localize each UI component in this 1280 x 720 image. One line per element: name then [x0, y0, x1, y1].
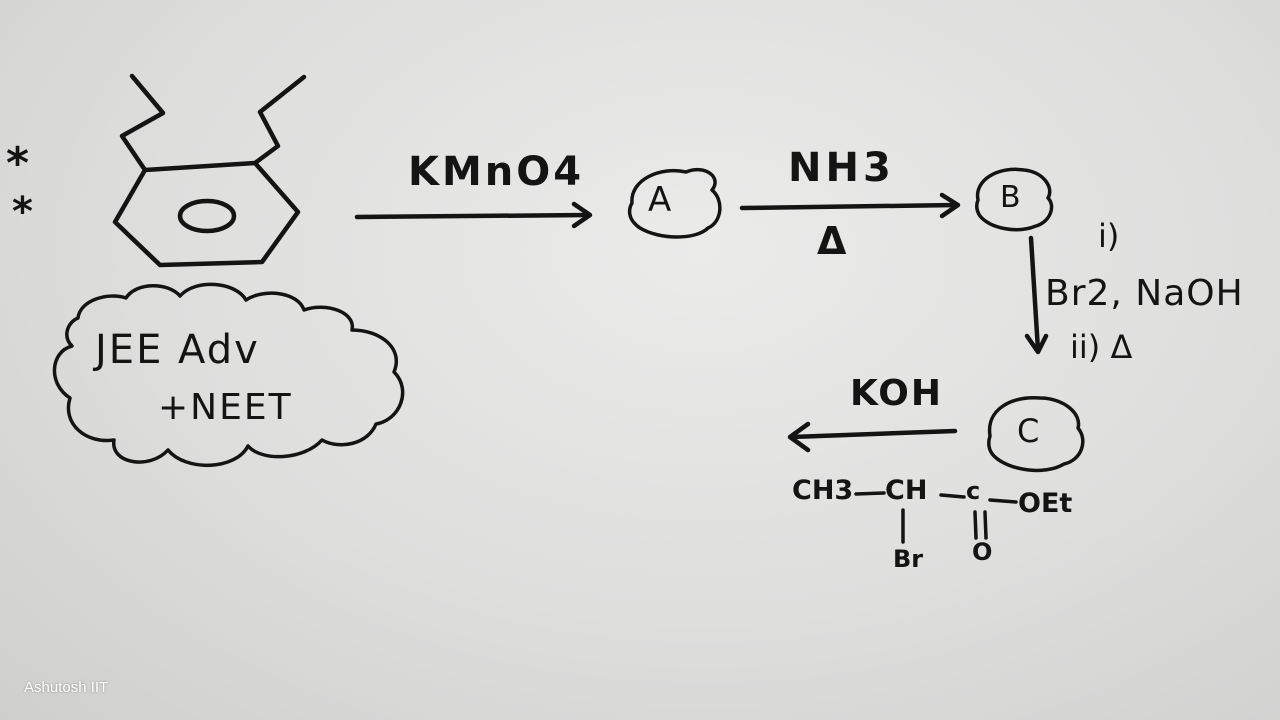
product-ch3: CH3	[792, 475, 854, 506]
arrow-1-shaft	[354, 212, 591, 220]
aromatic-circle	[177, 198, 237, 234]
step-i-label: i)	[1098, 217, 1120, 255]
channel-watermark: Ashutosh IIT	[24, 679, 109, 696]
arrow-4-shaft	[789, 428, 958, 440]
step-ii-label: ii) Δ	[1070, 328, 1133, 366]
benzene-ring	[112, 160, 301, 268]
double-bond-2	[983, 510, 988, 540]
product-ch: CH	[885, 475, 928, 506]
star-mark-1: *	[6, 138, 30, 189]
label-c: C	[1017, 412, 1040, 450]
bond-ch-c	[939, 493, 966, 499]
reagent-koh: KOH	[850, 373, 944, 414]
arrow-2-head	[939, 192, 961, 219]
heat-symbol: Δ	[817, 219, 847, 263]
circle-a	[627, 168, 722, 239]
arrow-1-head	[571, 201, 593, 229]
arrow-2-shaft	[739, 202, 960, 211]
arrow-3-head	[1024, 333, 1049, 355]
reagent-nh3: NH3	[788, 145, 895, 191]
right-ethyl-chain	[252, 74, 307, 166]
circle-b	[974, 167, 1054, 232]
double-bond-1	[973, 510, 978, 540]
label-a: A	[648, 180, 672, 220]
product-carbonyl-c: c	[966, 477, 981, 505]
left-ethyl-chain	[119, 73, 166, 173]
arrow-3-shaft	[1028, 235, 1041, 353]
exam-note-line1: JEE Adv	[95, 327, 260, 373]
product-oet: OEt	[1018, 488, 1073, 519]
bond-c-oet	[988, 498, 1018, 504]
circle-c	[987, 396, 1085, 473]
exam-note-cloud	[52, 282, 405, 468]
reagent-br2-naoh: Br2, NaOH	[1045, 273, 1244, 314]
label-b: B	[1000, 180, 1021, 215]
product-carbonyl-o: O	[972, 538, 993, 566]
bond-ch3-ch	[854, 491, 886, 496]
arrow-4-head	[787, 421, 811, 453]
reagent-kmno4: KMnO4	[408, 149, 585, 195]
exam-note-line2: +NEET	[158, 387, 293, 428]
product-br: Br	[893, 545, 924, 573]
star-mark-2: *	[12, 189, 33, 235]
